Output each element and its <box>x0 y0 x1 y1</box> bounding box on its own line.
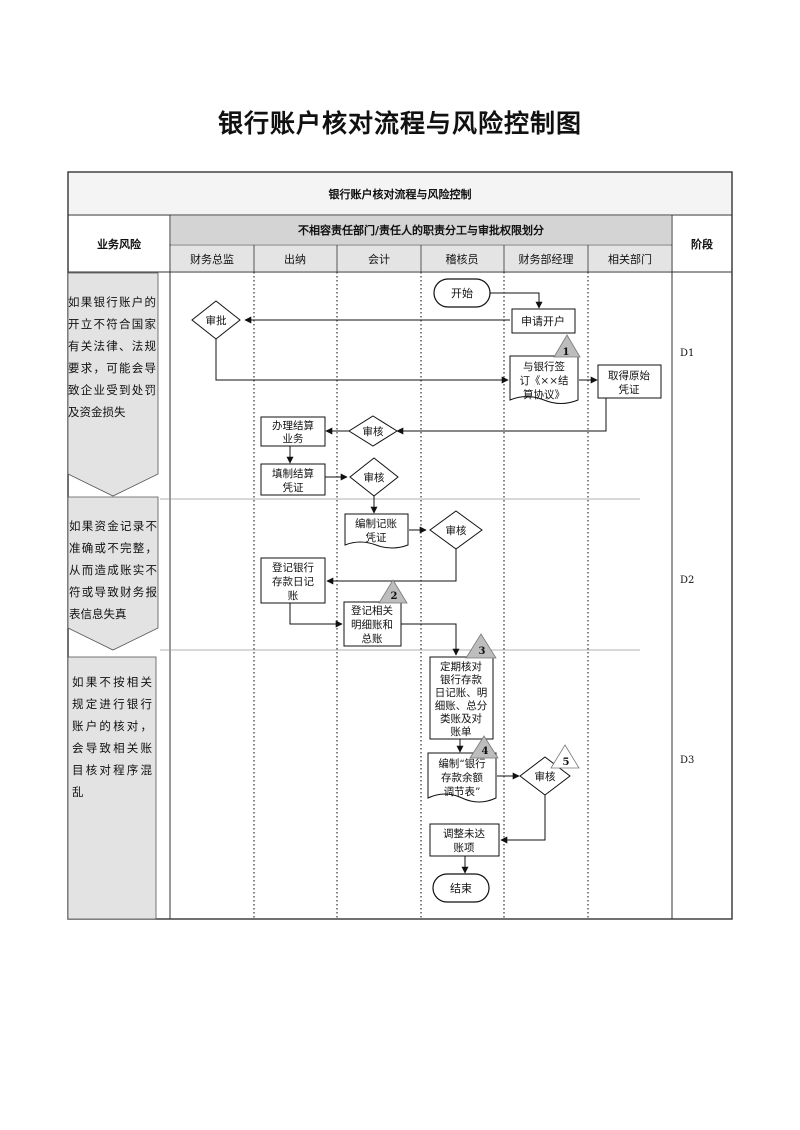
node-check-label-4: 细账、总分 <box>435 699 488 712</box>
marker-2-label: 2 <box>391 591 398 602</box>
node-voucher-label-2: 凭证 <box>619 383 640 396</box>
node-reconcile: 编制“银行 存款余额 调节表” <box>427 752 497 803</box>
node-ledger-label-2: 明细账和 <box>351 618 393 631</box>
lane-cashier: 出纳 <box>284 252 306 266</box>
node-journal-label-2: 存款日记 <box>272 575 314 588</box>
stage-separators <box>160 498 640 651</box>
node-reconcile-label-3: 调节表” <box>444 785 481 798</box>
node-settle-label-2: 业务 <box>283 432 304 445</box>
node-review-1: 审核 <box>348 415 398 447</box>
node-check-label-2: 银行存款 <box>440 673 482 686</box>
lane-finance-manager: 财务部经理 <box>519 252 574 266</box>
stage-header: 阶段 <box>691 237 713 251</box>
stage-label-d1: D1 <box>680 348 694 359</box>
risk-header: 业务风险 <box>97 237 142 251</box>
node-end: 结束 <box>432 873 490 903</box>
risk-text-3: 如果不按相关规定进行银行账户的核对，会导致相关账目核对程序混乱 <box>72 675 152 799</box>
node-voucher-label-1: 取得原始 <box>608 369 650 382</box>
stage-label-d2: D2 <box>680 575 694 586</box>
marker-4: 4 <box>469 735 499 759</box>
node-adjust-label-2: 账项 <box>454 842 475 854</box>
node-apply: 申请开户 <box>511 308 576 334</box>
node-compile: 编制记账 凭证 <box>344 513 409 549</box>
node-journal-label-1: 登记银行 <box>272 561 314 574</box>
marker-5: 5 <box>550 744 580 769</box>
node-end-label: 结束 <box>450 882 472 895</box>
node-compile-label-1: 编制记账 <box>355 517 397 530</box>
connectors <box>215 292 607 874</box>
node-review-1-label: 审核 <box>363 425 384 438</box>
marker-3: 3 <box>465 633 497 659</box>
node-settle-label-1: 办理结算 <box>272 419 314 432</box>
node-reconcile-label-2: 存款余额 <box>441 771 483 784</box>
lane-finance-director: 财务总监 <box>190 252 234 266</box>
node-ledger-label-3: 总账 <box>362 632 383 645</box>
risk-text-1: 如果银行账户的开立不符合国家有关法律、法规要求，可能会导致企业受到处罚及资金损失 <box>68 295 156 419</box>
node-approve: 审批 <box>191 300 241 340</box>
node-fill: 填制结算 凭证 <box>260 463 326 496</box>
node-settle: 办理结算 业务 <box>260 416 326 447</box>
marker-3-label: 3 <box>479 646 486 657</box>
node-review-4-label: 审核 <box>535 770 556 783</box>
risk-shape-3 <box>67 656 157 920</box>
node-check: 定期核对 银行存款 日记账、明 细账、总分 类账及对 账单 <box>429 656 494 740</box>
node-review-2-label: 审核 <box>364 471 385 484</box>
node-adjust: 调整未达 账项 <box>429 823 500 857</box>
node-start: 开始 <box>433 278 491 308</box>
node-review-2: 审核 <box>349 457 399 497</box>
node-apply-label: 申请开户 <box>521 314 565 328</box>
lane-auditor: 稽核员 <box>446 252 479 266</box>
node-sign: 与银行签 订《××结 算协议》 <box>509 355 579 404</box>
node-sign-label-1: 与银行签 <box>523 360 565 373</box>
risk-shape-1 <box>67 272 159 497</box>
table-title-band <box>69 173 731 214</box>
node-check-label-6: 账单 <box>451 726 472 738</box>
node-adjust-label-1: 调整未达 <box>443 827 485 840</box>
node-sign-label-3: 算协议》 <box>523 388 565 401</box>
page-title: 银行账户核对流程与风险控制图 <box>217 109 582 138</box>
node-approve-label: 审批 <box>206 314 227 327</box>
risk-text-2: 如果资金记录不准确或不完整，从而造成账实不符或导致财务报表信息失真 <box>69 519 157 621</box>
node-fill-label-2: 凭证 <box>283 481 304 494</box>
node-start-label: 开始 <box>451 286 473 300</box>
marker-4-label: 4 <box>482 746 489 757</box>
marker-1: 1 <box>553 334 581 358</box>
node-ledger: 登记相关 明细账和 总账 <box>343 601 402 647</box>
marker-2: 2 <box>378 579 408 604</box>
node-fill-label-1: 填制结算 <box>272 467 314 480</box>
node-check-label-3: 日记账、明 <box>435 687 488 699</box>
marker-5-label: 5 <box>563 757 570 768</box>
node-journal-label-3: 账 <box>288 590 299 602</box>
node-journal: 登记银行 存款日记 账 <box>260 557 326 604</box>
table-title: 银行账户核对流程与风险控制 <box>329 187 472 201</box>
stage-label-d3: D3 <box>680 755 694 766</box>
marker-1-label: 1 <box>563 347 570 358</box>
node-reconcile-label-1: 编制“银行 <box>438 757 486 770</box>
node-review-3: 审核 <box>429 510 483 550</box>
node-ledger-label-1: 登记相关 <box>351 604 393 617</box>
node-check-label-1: 定期核对 <box>440 660 482 673</box>
node-check-label-5: 类账及对 <box>440 712 482 725</box>
lane-accountant: 会计 <box>368 253 390 266</box>
dept-header-band <box>171 216 671 244</box>
lane-header-separators <box>253 245 589 272</box>
risk-shape-2 <box>67 496 159 651</box>
node-voucher: 取得原始 凭证 <box>597 364 662 399</box>
node-compile-label-2: 凭证 <box>366 531 387 544</box>
lane-related-dept: 相关部门 <box>608 252 652 266</box>
dept-header: 不相容责任部门/责任人的职责分工与审批权限划分 <box>298 223 544 237</box>
node-review-3-label: 审核 <box>446 524 467 537</box>
node-sign-label-2: 订《××结 <box>519 374 568 387</box>
